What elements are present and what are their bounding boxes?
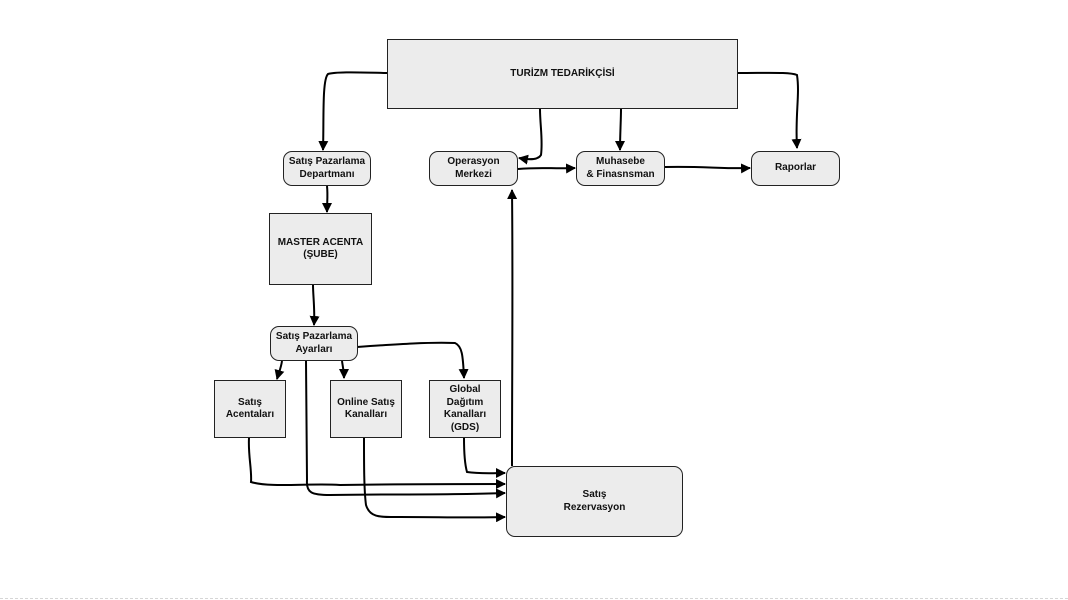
node-satis-pazarlama-ayarlari: Satış Pazarlama Ayarları <box>270 326 358 361</box>
node-master-acenta: MASTER ACENTA (ŞUBE) <box>269 213 372 285</box>
node-label: Satış Rezervasyon <box>563 489 626 513</box>
edge-gds-to-rezervasyon <box>463 437 506 479</box>
edge-operasyon-to-muhasebe <box>517 163 576 174</box>
node-turizm-tedarikcisi: TURİZM TEDARİKÇİSİ <box>387 39 738 109</box>
edge-satis-acentalari-to-rezervasyon <box>247 437 506 490</box>
node-label: Online Satış Kanalları <box>337 396 395 421</box>
edge-turizm-to-operasyon <box>518 108 543 165</box>
node-global-dagitim-kanallari: Global Dağıtım Kanalları (GDS) <box>429 380 501 438</box>
edge-ayarlari-to-satis-acentalari <box>274 360 285 380</box>
node-raporlar: Raporlar <box>751 151 840 186</box>
node-label: Raporlar <box>774 162 817 174</box>
node-muhasebe-finansman: Muhasebe & Finasnsman <box>576 151 665 186</box>
edge-turizm-to-satis-pazarlama-dept <box>318 71 388 151</box>
edge-muhasebe-to-raporlar <box>664 163 751 174</box>
node-satis-pazarlama-departmani: Satış Pazarlama Departmanı <box>283 151 371 186</box>
edge-ayarlari-to-online-satis <box>338 360 349 379</box>
node-satis-rezervasyon: Satış Rezervasyon <box>506 466 683 537</box>
edge-turizm-to-muhasebe <box>615 108 626 151</box>
node-label: Satış Pazarlama Ayarları <box>275 331 353 355</box>
edge-ayarlari-to-rezervasyon <box>305 360 506 499</box>
node-label: Satış Pazarlama Departmanı <box>288 156 366 180</box>
node-label: Operasyon Merkezi <box>447 156 500 180</box>
node-online-satis-kanallari: Online Satış Kanalları <box>330 380 402 438</box>
node-label: Satış Acentaları <box>225 396 275 421</box>
node-operasyon-merkezi: Operasyon Merkezi <box>429 151 518 186</box>
edge-ayarlari-to-gds <box>356 341 469 379</box>
node-label: Global Dağıtım Kanalları (GDS) <box>443 384 487 433</box>
node-label: Muhasebe & Finasnsman <box>586 156 655 180</box>
node-label: MASTER ACENTA (ŞUBE) <box>277 236 364 261</box>
node-satis-acentalari: Satış Acentaları <box>214 380 286 438</box>
node-label: TURİZM TEDARİKÇİSİ <box>510 67 615 79</box>
edge-online-satis-to-rezervasyon <box>363 437 506 523</box>
page-bottom-divider <box>0 598 1068 599</box>
edge-turizm-to-raporlar <box>737 71 802 149</box>
edge-master-to-satis-pazarlama-ayarlari <box>309 284 320 326</box>
